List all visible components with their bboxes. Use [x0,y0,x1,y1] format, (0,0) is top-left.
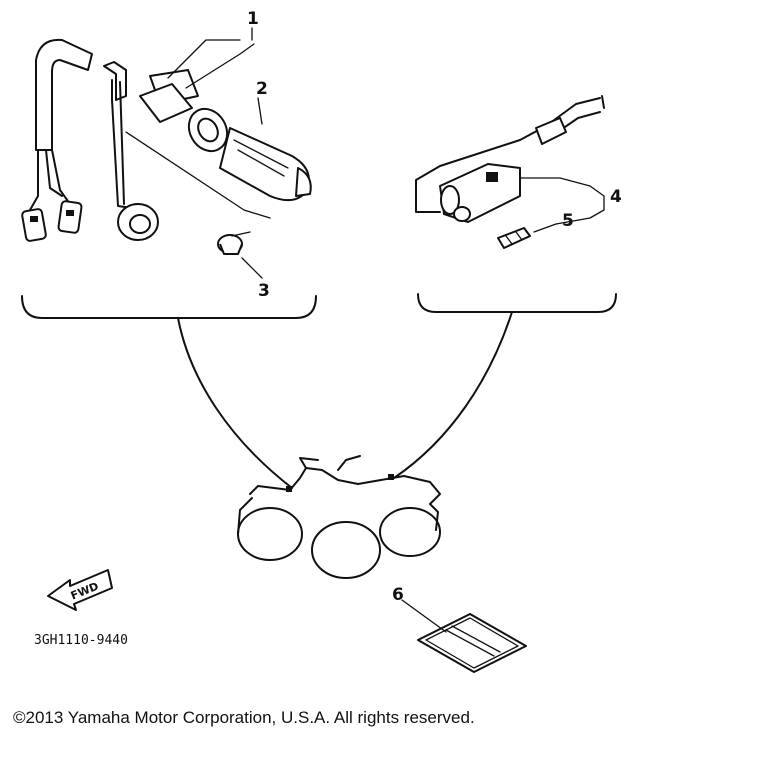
label-decal-drawing [401,599,527,673]
fuse-drawing [497,223,557,249]
mounting-bracket-drawing [103,61,271,241]
callout-4: 4 [610,187,622,207]
copyright-notice: ©2013 Yamaha Motor Corporation, U.S.A. A… [13,708,475,727]
leader-line-4-5 [555,185,605,225]
leader-line-3 [241,257,263,279]
wire-harness-drawing [21,38,93,242]
starter-relay-drawing [139,39,312,202]
right-inset-bracket [417,293,617,313]
diagram-part-code: 3GH1110-9440 [34,633,128,648]
bolt-drawing [217,231,251,255]
right-leader-curve [393,311,513,479]
leader-line-2 [257,97,263,125]
callout-2: 2 [256,79,268,99]
left-inset-bracket [21,295,317,319]
atv-silhouette-drawing [237,455,441,579]
forward-direction-arrow [47,569,113,611]
callout-6: 6 [392,585,404,605]
left-leader-curve [177,317,293,489]
callout-5: 5 [562,211,574,231]
fuse-holder-drawing [415,95,605,223]
callout-1: 1 [247,9,259,29]
callout-3: 3 [258,281,270,301]
